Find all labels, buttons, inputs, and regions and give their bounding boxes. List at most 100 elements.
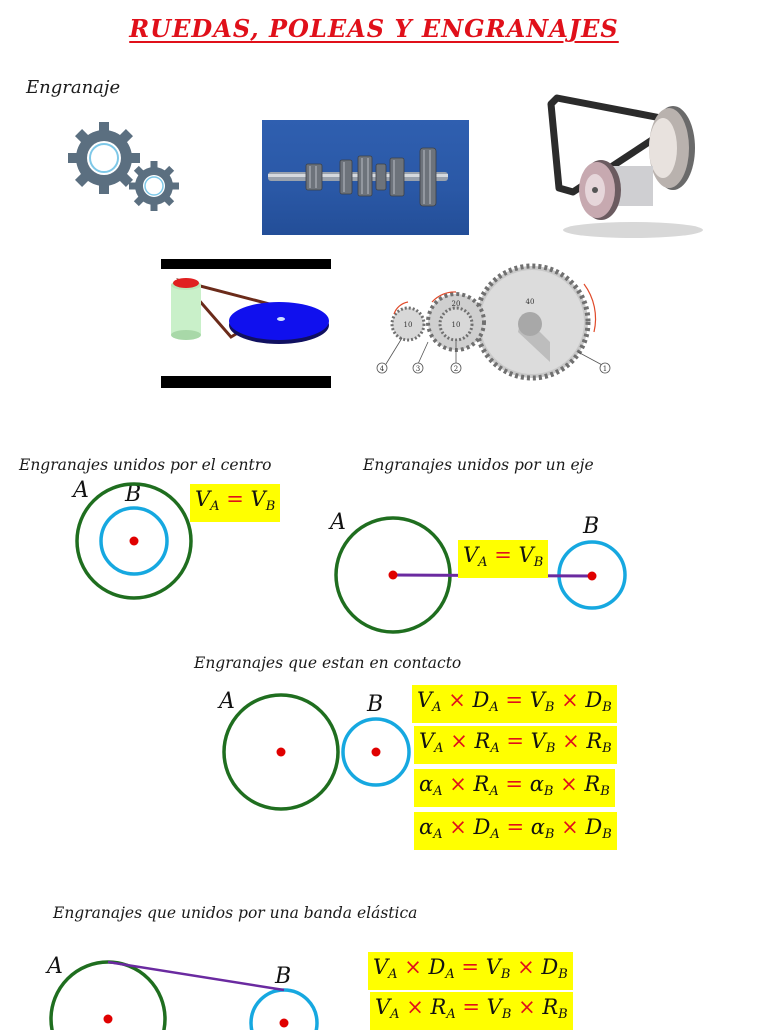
caption-center: Engranajes unidos por el centro — [19, 456, 271, 474]
formula-belt-2: VA × RA = VB × RB — [370, 992, 573, 1030]
variable: VB — [531, 729, 556, 753]
section-label-engranaje: Engranaje — [26, 77, 120, 98]
subscript: A — [489, 784, 498, 799]
variable: VA — [419, 729, 444, 753]
operator: = — [488, 543, 519, 567]
subscript: B — [534, 555, 544, 570]
subscript: B — [602, 700, 612, 715]
subscript: A — [210, 499, 219, 514]
subscript: A — [490, 827, 499, 842]
caption-axis: Engranajes unidos por un eje — [363, 456, 594, 474]
operator: × — [444, 729, 475, 753]
variable: RB — [586, 729, 611, 753]
gear-40-label: 40 — [526, 298, 535, 306]
operator: × — [400, 995, 431, 1019]
operator: × — [554, 815, 585, 839]
subscript: B — [602, 827, 612, 842]
variable: VB — [486, 955, 511, 979]
formula-contact-3: αA × RA = αB × RB — [414, 769, 615, 807]
variable: VA — [375, 995, 400, 1019]
subscript: B — [544, 784, 554, 799]
subscript: A — [478, 555, 487, 570]
variable: VA — [463, 543, 488, 567]
operator: = — [500, 729, 531, 753]
variable: DB — [585, 815, 611, 839]
variable: VA — [195, 487, 220, 511]
operator: = — [456, 995, 487, 1019]
variable: RB — [542, 995, 567, 1019]
formula-belt-1: VA × DA = VB × DB — [368, 952, 573, 990]
operator: = — [500, 815, 531, 839]
callout-2: 2 — [454, 365, 458, 373]
center-dot-b — [372, 748, 381, 757]
operator: = — [220, 487, 251, 511]
formula-contact-4: αA × DA = αB × DB — [414, 812, 617, 850]
callout-4: 4 — [380, 365, 385, 373]
page-title: RUEDAS, POLEAS Y ENGRANAJES — [0, 14, 748, 43]
operator: × — [553, 772, 584, 796]
variable: αB — [530, 772, 554, 796]
variable: DA — [473, 688, 499, 712]
gear-train-diagram: 40 20 10 10 4 3 2 1 — [372, 262, 612, 387]
formula-contact-1: VA × DA = VB × DB — [412, 685, 617, 723]
center-dot-a — [277, 748, 286, 757]
label-b-axis: B — [583, 514, 599, 539]
subscript: B — [266, 499, 276, 514]
label-b-belt: B — [275, 964, 291, 989]
gear-10b-label: 10 — [452, 321, 461, 329]
subscript: A — [432, 700, 441, 715]
operator: × — [510, 955, 541, 979]
pulley-belt-image — [161, 259, 331, 388]
center-dot-a — [104, 1015, 113, 1024]
operator: = — [499, 688, 530, 712]
variable: VB — [530, 688, 555, 712]
variable: DB — [585, 688, 611, 712]
variable: VB — [251, 487, 276, 511]
variable: VA — [417, 688, 442, 712]
subscript: A — [445, 967, 454, 982]
variable: RA — [474, 772, 499, 796]
operator: × — [555, 729, 586, 753]
callout-3: 3 — [416, 365, 420, 373]
gear-10a-label: 10 — [404, 321, 413, 329]
variable: VB — [519, 543, 544, 567]
variable: RA — [475, 729, 500, 753]
variable: αA — [419, 772, 443, 796]
center-dot — [130, 537, 139, 546]
variable: DA — [474, 815, 500, 839]
operator: × — [443, 772, 474, 796]
label-b-contact: B — [367, 692, 383, 717]
belt-pulley-render — [543, 88, 705, 240]
center-dot-b — [280, 1019, 289, 1028]
label-a-axis: A — [330, 510, 346, 535]
operator: × — [554, 688, 585, 712]
subscript: B — [545, 700, 555, 715]
gear-shaft-photo — [262, 120, 469, 235]
label-a-belt: A — [47, 954, 63, 979]
subscript: A — [489, 700, 498, 715]
operator: × — [398, 955, 429, 979]
variable: αA — [419, 815, 443, 839]
operator: × — [511, 995, 542, 1019]
subscript: B — [600, 784, 610, 799]
operator: = — [499, 772, 530, 796]
subscript: A — [390, 1007, 399, 1022]
center-dot-a — [389, 571, 398, 580]
operator: × — [443, 815, 474, 839]
subscript: A — [434, 741, 443, 756]
variable: RA — [431, 995, 456, 1019]
diagram-belt — [0, 0, 10, 10]
subscript: A — [388, 967, 397, 982]
variable: VB — [487, 995, 512, 1019]
operator: × — [442, 688, 473, 712]
label-a-contact: A — [219, 689, 235, 714]
operator: = — [455, 955, 486, 979]
caption-belt: Engranajes que unidos por una banda elás… — [53, 904, 417, 922]
subscript: A — [446, 1007, 455, 1022]
variable: αB — [531, 815, 555, 839]
subscript: B — [558, 967, 568, 982]
label-a-center: A — [73, 478, 89, 503]
variable: DB — [541, 955, 567, 979]
subscript: B — [546, 741, 556, 756]
subscript: B — [501, 967, 511, 982]
